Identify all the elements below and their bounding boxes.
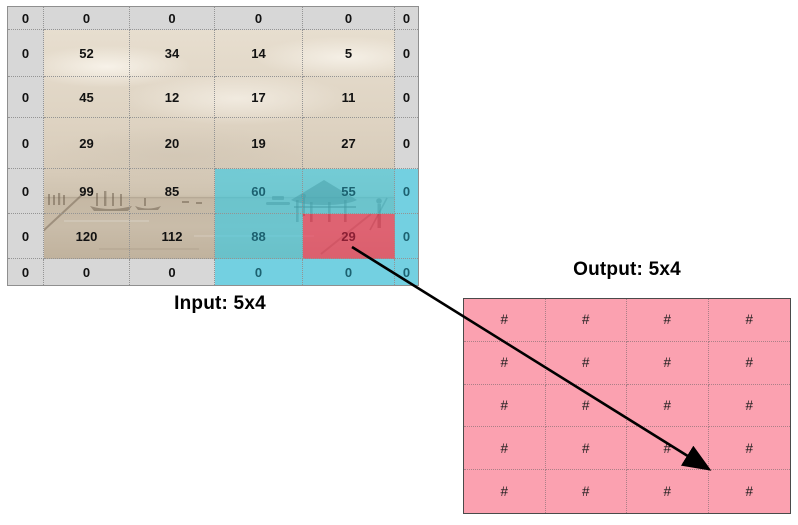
input-cell: 0 bbox=[8, 118, 44, 169]
input-cell: 0 bbox=[8, 77, 44, 118]
output-cell: # bbox=[708, 299, 790, 342]
input-cell: 5 bbox=[303, 30, 395, 77]
output-cell: # bbox=[545, 299, 627, 342]
input-cell: 0 bbox=[8, 30, 44, 77]
input-cell: 11 bbox=[303, 77, 395, 118]
input-cell: 0 bbox=[8, 259, 44, 285]
output-cell: # bbox=[708, 385, 790, 428]
output-cell: # bbox=[464, 341, 546, 385]
output-cell: # bbox=[545, 341, 627, 385]
output-cell: # bbox=[464, 470, 546, 513]
output-cell: # bbox=[708, 427, 790, 471]
input-grid: 0 0 0 0 0 0 0 52 34 14 5 0 0 45 12 17 11… bbox=[8, 7, 418, 285]
output-cell: # bbox=[546, 470, 627, 513]
input-cell-window: 60 bbox=[215, 169, 303, 214]
input-cell: 0 bbox=[8, 7, 44, 30]
input-cell: 0 bbox=[395, 7, 418, 30]
output-cell: # bbox=[545, 384, 627, 428]
input-cell: 0 bbox=[44, 259, 130, 285]
output-cell: # bbox=[464, 299, 546, 342]
input-cell: 0 bbox=[8, 169, 44, 214]
output-cell: # bbox=[627, 299, 709, 342]
input-cell-window: 55 bbox=[303, 169, 395, 214]
input-cell: 99 bbox=[44, 169, 130, 214]
output-cell: # bbox=[745, 484, 753, 500]
input-cell: 12 bbox=[130, 77, 215, 118]
input-cell-window: 0 bbox=[395, 259, 418, 285]
input-cell: 0 bbox=[395, 118, 418, 169]
input-cell: 34 bbox=[130, 30, 215, 77]
input-cell: 45 bbox=[44, 77, 130, 118]
input-cell: 112 bbox=[130, 214, 215, 259]
input-cell: 14 bbox=[215, 30, 303, 77]
input-cell-window: 0 bbox=[395, 214, 418, 259]
output-cell: # bbox=[464, 384, 546, 428]
input-cell: 85 bbox=[130, 169, 215, 214]
output-grid-label: Output: 5x4 bbox=[573, 259, 681, 280]
output-cell: # bbox=[627, 470, 709, 513]
output-cell: # bbox=[708, 342, 790, 385]
output-cell: # bbox=[464, 427, 546, 471]
input-cell: 20 bbox=[130, 118, 215, 169]
output-cell: # bbox=[627, 341, 709, 385]
output-cell: # bbox=[627, 384, 709, 428]
input-cell: 17 bbox=[215, 77, 303, 118]
input-cell: 0 bbox=[8, 214, 44, 259]
input-cell-window: 0 bbox=[215, 259, 303, 285]
input-cell-window-center: 29 bbox=[303, 214, 395, 259]
input-cell: 0 bbox=[395, 30, 418, 77]
output-grid: # # # # # # # # # # # # # # # # # # # # bbox=[463, 298, 791, 514]
input-cell: 0 bbox=[215, 7, 303, 30]
output-cell: # bbox=[545, 427, 627, 471]
input-cell: 120 bbox=[44, 214, 130, 259]
input-cell-window: 0 bbox=[303, 259, 395, 285]
input-cell: 0 bbox=[130, 259, 215, 285]
input-cell-window: 88 bbox=[215, 214, 303, 259]
input-cell: 29 bbox=[44, 118, 130, 169]
input-cell: 52 bbox=[44, 30, 130, 77]
input-cell: 0 bbox=[44, 7, 130, 30]
input-cell: 19 bbox=[215, 118, 303, 169]
input-cell: 0 bbox=[395, 77, 418, 118]
output-cell: # bbox=[627, 427, 709, 471]
input-cell-window: 0 bbox=[395, 169, 418, 214]
input-cell: 27 bbox=[303, 118, 395, 169]
input-cell: 0 bbox=[303, 7, 395, 30]
input-grid-label: Input: 5x4 bbox=[174, 293, 266, 314]
input-cell: 0 bbox=[130, 7, 215, 30]
